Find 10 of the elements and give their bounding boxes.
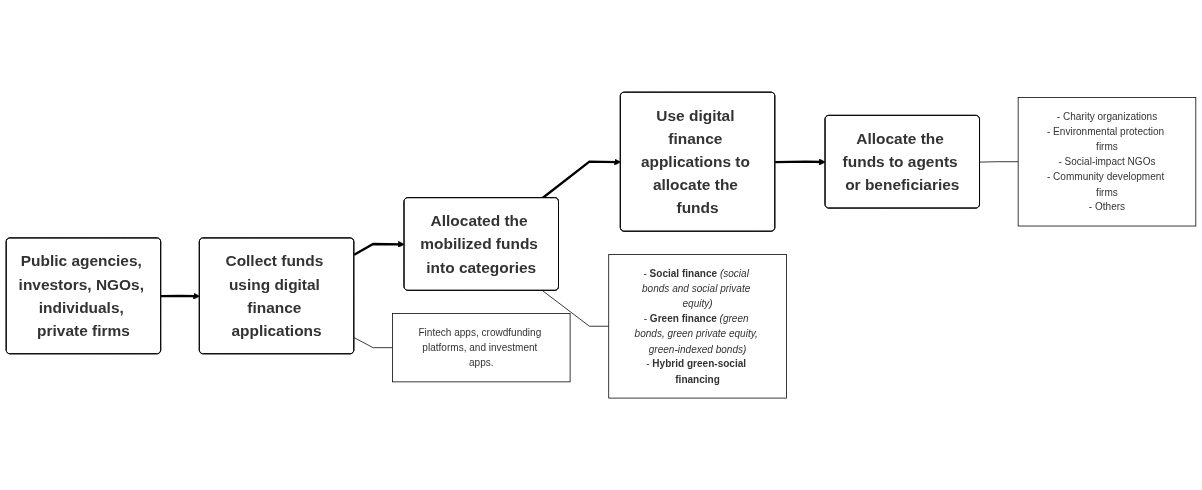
arrow [775, 158, 826, 166]
node-box: Fintech apps, crowdfunding platforms, and investment apps. [392, 312, 571, 383]
arrow [353, 240, 405, 256]
arrow [541, 158, 621, 199]
node-box: - Social finance (social bonds and social private equity) - Green finance (green bonds, green private equity, green-indexed bonds) - Hybrid green-social financing [608, 253, 787, 399]
node-box: - Charity organizations - Environmental protection firms - Social-impact NGOs - Community development firms - Others [1017, 96, 1197, 227]
connector [353, 337, 393, 348]
arrow [161, 292, 200, 300]
connector [979, 161, 1019, 163]
connector [542, 290, 610, 327]
